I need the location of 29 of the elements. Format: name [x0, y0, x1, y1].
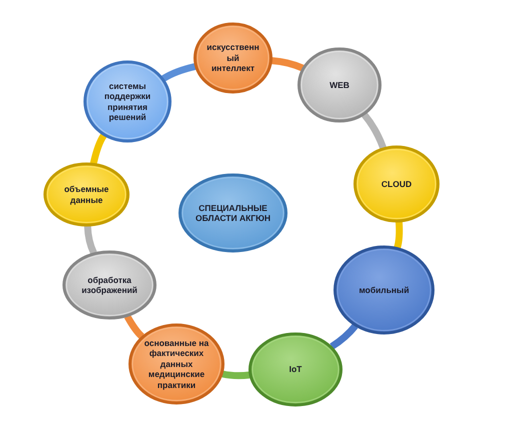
node-label: IoT — [289, 364, 302, 375]
node-label: системы поддержки принятия решений — [103, 80, 152, 122]
connector — [272, 57, 304, 72]
node-label: основанные на фактических данных медицинские практики — [144, 338, 210, 390]
circle-node — [62, 250, 157, 320]
node-label: СПЕЦИАЛЬНЫЕ ОБЛАСТИ АКГЮН — [194, 202, 272, 224]
connector — [84, 226, 97, 254]
connector — [330, 324, 358, 350]
circle-node — [83, 60, 172, 143]
circle-node — [43, 162, 130, 227]
circle-node — [193, 22, 273, 94]
connector — [394, 222, 403, 249]
connector — [162, 63, 196, 82]
connector — [362, 112, 386, 150]
central-ellipse — [178, 173, 288, 253]
connector — [222, 370, 250, 380]
node-label: обработка изображений — [80, 274, 138, 296]
node-label: WEB — [330, 80, 350, 90]
circle-node — [333, 245, 435, 335]
connector — [90, 133, 107, 164]
connector — [124, 314, 144, 340]
node-label: объемные данные — [63, 184, 110, 205]
circle-node — [353, 145, 440, 223]
circle-node — [297, 47, 382, 123]
node-label: мобильный — [358, 284, 410, 296]
node-label: CLOUD — [381, 178, 412, 190]
node-label: искусственн ый интеллект — [206, 42, 260, 74]
circle-node — [248, 332, 343, 407]
circle-node — [128, 323, 225, 405]
